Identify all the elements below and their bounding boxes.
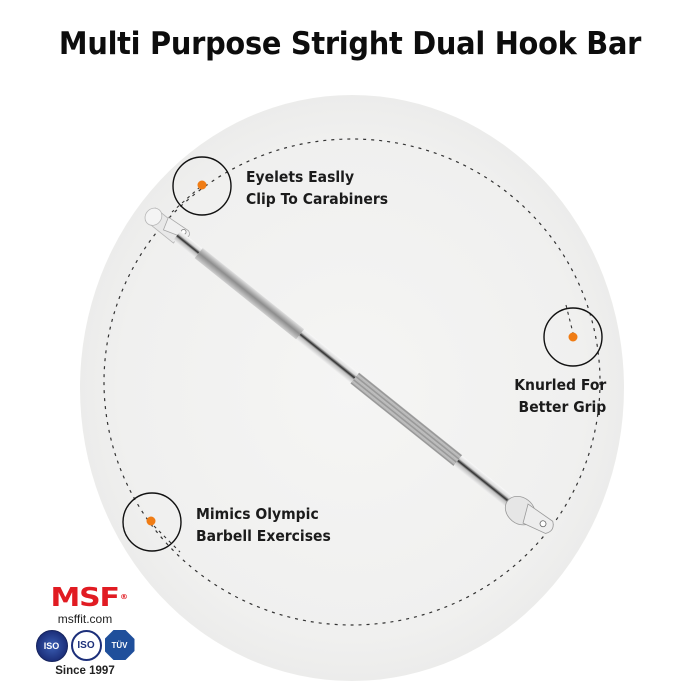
accent-dot <box>146 516 156 526</box>
feature-line: Mimics Olympic <box>196 505 319 523</box>
accent-dot <box>197 180 207 190</box>
feature-line: Barbell Exercises <box>196 527 331 545</box>
feature-label-knurled: Knurled For Better Grip <box>514 374 606 418</box>
callout-marker-eyelets <box>171 156 232 216</box>
hook-bar-product <box>144 207 554 534</box>
callout-marker-knurled <box>543 304 603 367</box>
feature-line: Eyelets Easlly <box>246 168 355 186</box>
feature-label-olympic: Mimics Olympic Barbell Exercises <box>196 503 331 547</box>
dashed-orbit <box>103 138 601 626</box>
feature-line: Clip To Carabiners <box>246 190 389 208</box>
iso-badge-icon: ISO <box>70 630 102 661</box>
feature-line: Better Grip <box>518 398 606 416</box>
since-year: Since 1997 <box>55 665 115 677</box>
certification-badges: ISO ISO TÜV <box>30 630 140 662</box>
brand-logo-block: MSF® msffit.com ISO ISO TÜV Since 1997 <box>30 585 140 677</box>
brand-website: msffit.com <box>57 612 113 626</box>
callout-marker-olympic <box>122 492 182 553</box>
accent-dot <box>568 332 578 342</box>
brand-logo: MSF® <box>50 583 128 613</box>
brand-logo-text: MSF <box>50 583 120 613</box>
feature-label-eyelets: Eyelets Easlly Clip To Carabiners <box>246 166 388 210</box>
backdrop-circle <box>80 95 624 681</box>
registered-mark: ® <box>120 593 128 601</box>
tuv-badge-icon: TÜV <box>104 630 135 660</box>
iso-badge-icon: ISO <box>35 630 68 662</box>
page-title: Multi Purpose Stright Dual Hook Bar <box>58 26 642 62</box>
feature-line: Knurled For <box>513 376 606 394</box>
